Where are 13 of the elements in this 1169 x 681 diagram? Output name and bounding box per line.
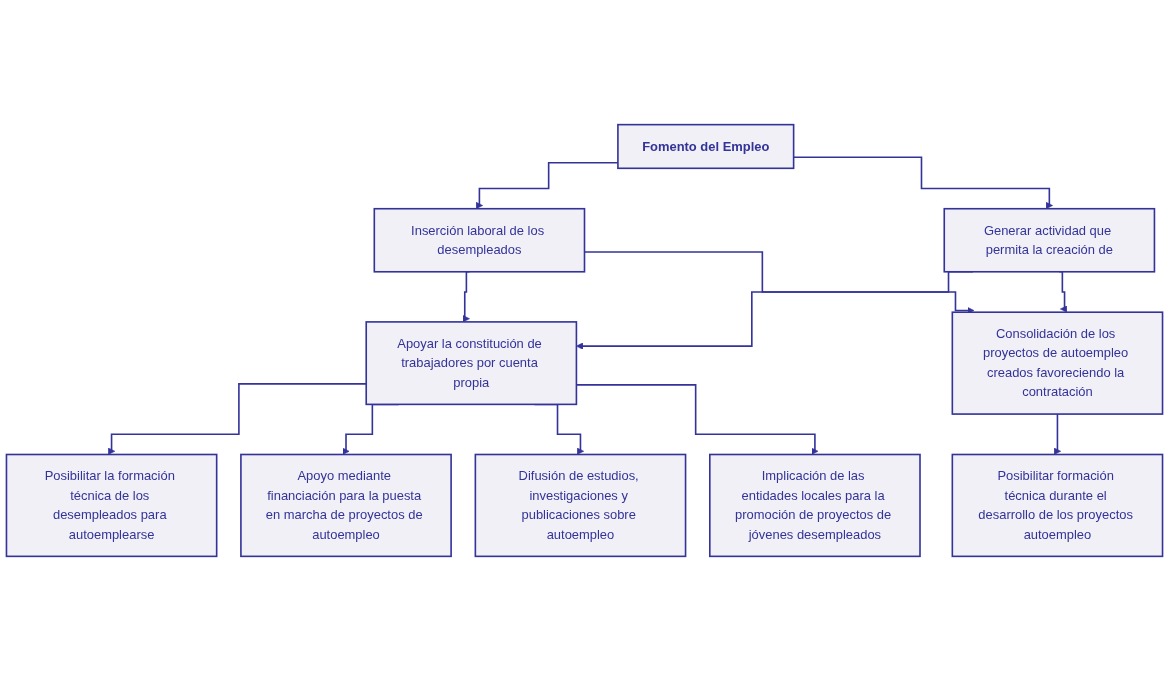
node-box: Inserción laboral de los desempleados <box>373 207 586 273</box>
node-box: Implicación de las entidades locales para la promoción de proyectos de jóvenes desempleados <box>709 453 921 558</box>
node-box: Posibilitar la formación técnica de los desempleados para autoemplearse <box>5 453 218 558</box>
node-box: Apoyo mediante financiación para la puesta en marcha de proyectos de autoempleo <box>240 453 452 558</box>
node-box: Generar actividad que permita la creación de <box>943 207 1156 273</box>
arrow <box>1053 413 1061 455</box>
node-box: Posibilitar formación técnica durante el desarrollo de los proyectos autoempleo <box>951 453 1164 558</box>
node-box: Difusión de estudios, investigaciones y publicaciones sobre autoempleo <box>474 453 687 558</box>
node-box: Fomento del Empleo <box>617 123 795 170</box>
node-box: Apoyar la constitución de trabajadores por cuenta propia <box>365 321 578 406</box>
arrow <box>462 270 471 323</box>
arrow <box>1058 270 1068 313</box>
node-box: Consolidación de los proyectos de autoempleo creados favoreciendo la contratación <box>951 311 1164 415</box>
